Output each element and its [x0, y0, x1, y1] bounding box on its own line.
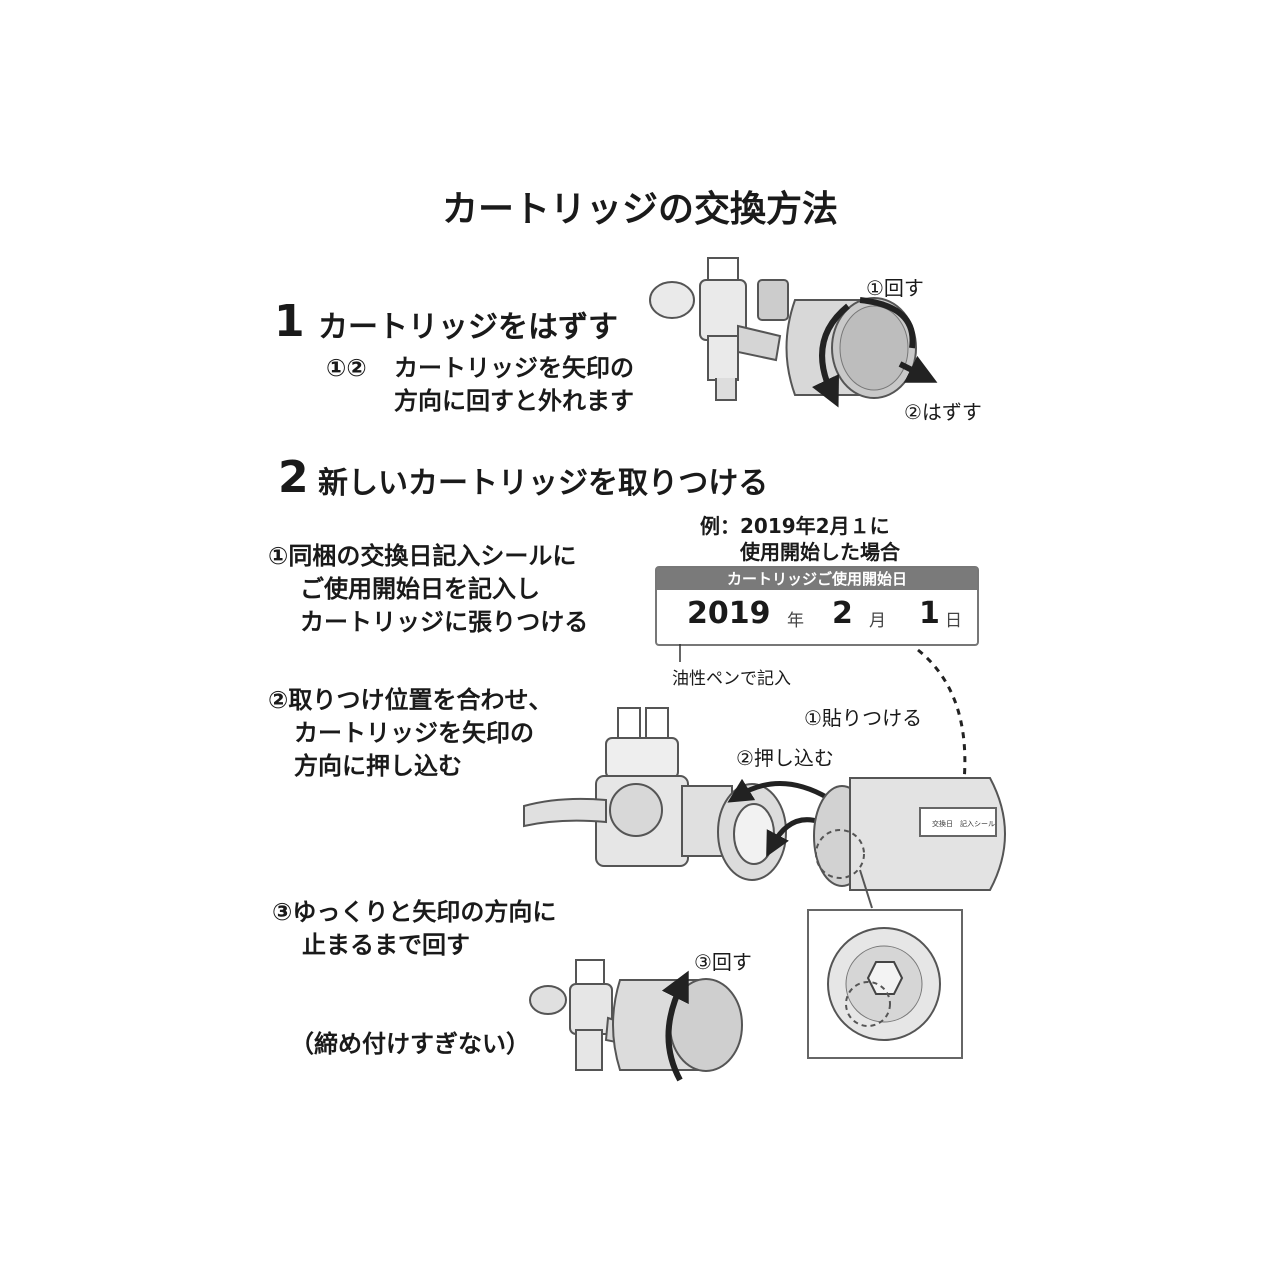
instr1-line1: ①同梱の交換日記入シールに: [268, 542, 577, 570]
label-day: 1: [919, 596, 940, 631]
step1-number: 1: [274, 296, 305, 347]
instr3-line1: ③ゆっくりと矢印の方向に: [272, 898, 557, 926]
step2-heading: 新しいカートリッジを取りつける: [318, 466, 769, 501]
step1-heading: カートリッジをはずす: [318, 310, 618, 345]
detail-leader: [859, 869, 873, 909]
step1-cartridge: [785, 297, 938, 408]
sticker-text: 交換日 記入シール: [932, 819, 995, 828]
label-month-unit: 月: [869, 611, 886, 631]
callout-push: ②押し込む: [736, 746, 834, 770]
step1-text-line2: 方向に回すと外れます: [394, 387, 634, 415]
start-date-label: カートリッジご使用開始日 2019 年 2 月 1 日: [655, 566, 979, 646]
step3-faucet-illustration: [529, 959, 743, 1082]
step1-callout-remove: ②はずす: [904, 400, 982, 424]
detail-inset: [807, 909, 963, 1059]
instr1-line2: ご使用開始日を記入し: [300, 575, 540, 603]
step1-text-line1: カートリッジを矢印の: [394, 354, 634, 382]
example-line1: 例：2019年2月１に: [700, 514, 890, 538]
note-no-overtighten: （締め付けすぎない）: [290, 1030, 530, 1058]
pen-note: 油性ペンで記入: [672, 669, 791, 689]
label-day-unit: 日: [945, 611, 962, 631]
label-header: カートリッジご使用開始日: [657, 568, 977, 590]
step1-marks: ①②: [326, 354, 367, 382]
instr2-line3: 方向に押し込む: [294, 752, 462, 780]
instr3-line2: 止まるまで回す: [302, 931, 470, 959]
page-title: カートリッジの交換方法: [441, 189, 838, 230]
step1-callout-turn: ①回す: [866, 276, 924, 300]
step2-number: 2: [278, 452, 309, 503]
label-month: 2: [832, 596, 853, 631]
instr1-line3: カートリッジに張りつける: [300, 608, 589, 636]
callout-attach: ①貼りつける: [804, 706, 923, 730]
example-line2: 使用開始した場合: [740, 540, 900, 564]
new-cartridge: [813, 777, 1006, 891]
step1-faucet-illustration: [649, 257, 789, 401]
instr2-line2: カートリッジを矢印の: [294, 719, 534, 747]
instr2-line1: ②取りつけ位置を合わせ、: [268, 686, 553, 714]
label-year-unit: 年: [787, 611, 804, 631]
callout-turn3: ③回す: [694, 950, 752, 974]
detail-circle: [815, 829, 865, 879]
label-year: 2019: [687, 596, 771, 631]
